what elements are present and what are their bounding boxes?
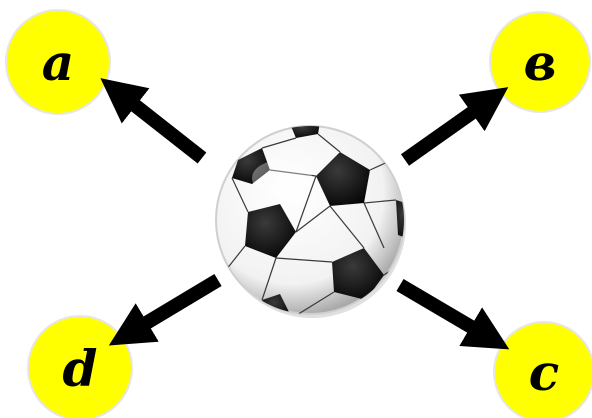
circle-label-bottom-right: c [529,343,559,402]
circle-top-left: a [6,10,110,114]
circle-label-bottom-left: d [63,339,98,398]
arrow-to-top-right [405,100,490,160]
soccer-ball-icon [216,122,412,318]
circle-bottom-right: c [494,322,592,418]
arrow-to-top-left [118,92,202,158]
arrow-to-bottom-left [128,280,218,334]
circle-label-top-left: a [42,33,74,92]
arrow-to-bottom-right [400,285,490,338]
circle-bottom-left: d [28,316,132,418]
circle-top-right: в [490,12,590,112]
circle-label-top-right: в [524,33,557,92]
